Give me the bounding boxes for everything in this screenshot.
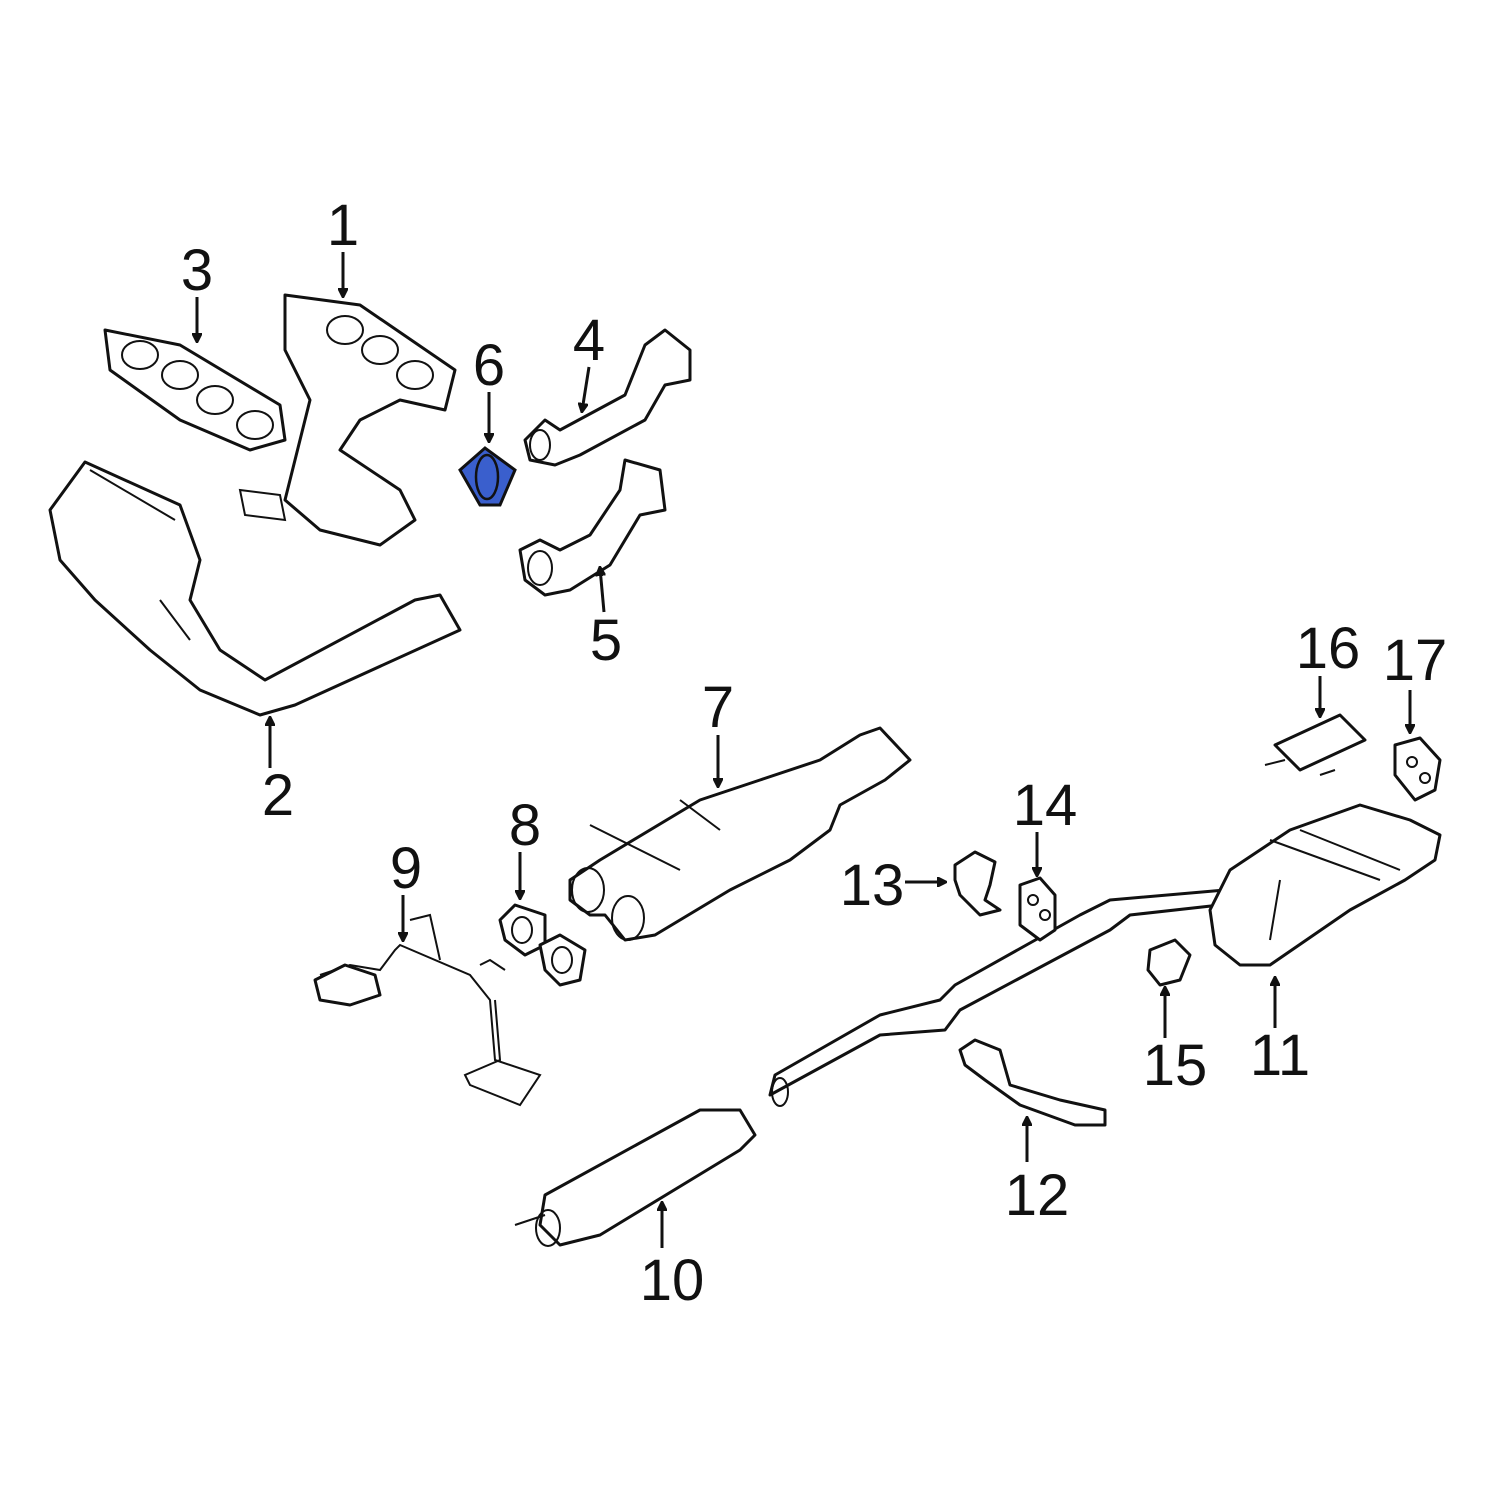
part-1-exhaust-manifold[interactable] [238,293,457,547]
callout-13[interactable]: 13 [840,853,905,918]
part-15-insulator[interactable] [1146,938,1192,987]
part-9-bracket[interactable] [313,913,542,1107]
part-5-pipe[interactable] [518,458,667,597]
part-14-insulator[interactable] [1018,876,1057,942]
callout-2[interactable]: 2 [262,763,294,828]
callout-17[interactable]: 17 [1383,628,1448,693]
callout-12[interactable]: 12 [1005,1163,1070,1228]
callout-8[interactable]: 8 [509,793,541,858]
callout-1[interactable]: 1 [327,193,359,258]
part-10-resonator[interactable] [514,1108,757,1247]
part-12-bracket[interactable] [958,1038,1107,1127]
callout-arrows [197,252,1410,1248]
part-17-insulator[interactable] [1393,736,1442,802]
callout-14[interactable]: 14 [1013,773,1078,838]
callout-11[interactable]: 11 [1250,1023,1310,1088]
part-2-front-pipe-converter[interactable] [48,460,462,717]
callout-9[interactable]: 9 [390,836,422,901]
part-8-gaskets[interactable] [498,903,587,987]
callout-5[interactable]: 5 [590,608,622,673]
part-16-bracket[interactable] [1264,713,1367,776]
callout-6[interactable]: 6 [473,333,505,398]
callout-15[interactable]: 15 [1143,1033,1208,1098]
part-3-manifold-gasket[interactable] [103,328,287,452]
part-6-gasket[interactable] [458,446,517,507]
part-4-pipe[interactable] [523,328,692,467]
part-13-hanger[interactable] [953,850,1002,917]
callout-4[interactable]: 4 [573,308,605,373]
callout-10[interactable]: 10 [640,1248,705,1313]
callout-7[interactable]: 7 [702,675,734,740]
part-11-rear-muffler[interactable] [1208,803,1442,967]
callout-3[interactable]: 3 [181,238,213,303]
part-7-center-pipe[interactable] [568,726,912,942]
callout-16[interactable]: 16 [1296,616,1361,681]
